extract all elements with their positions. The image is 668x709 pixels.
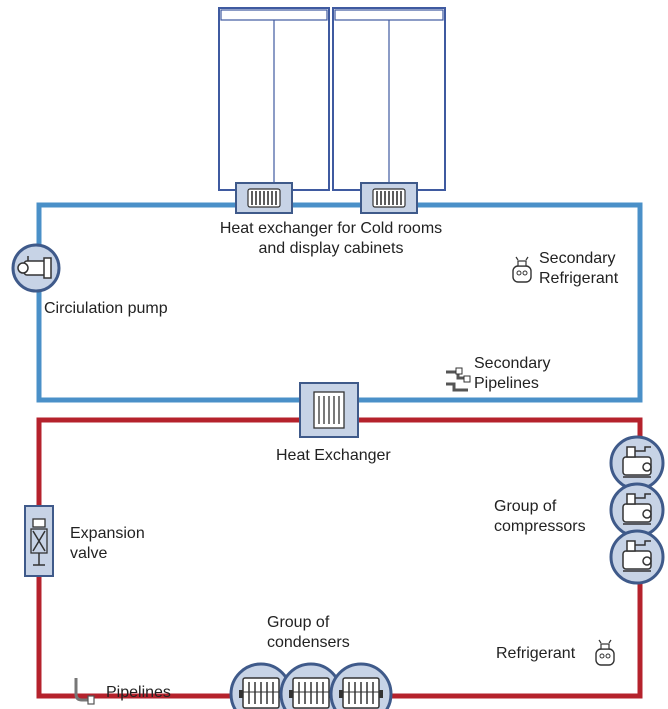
circulation-pump-label: Circiulation pump xyxy=(44,300,168,317)
expansion-valve-label: Expansion xyxy=(70,525,145,542)
secondary-pipelines-label: Secondary xyxy=(474,355,551,372)
plate-heat-exchanger-icon xyxy=(299,382,359,438)
group-of-condensers-label-line2: condensers xyxy=(267,634,350,651)
compressor-icon xyxy=(609,529,665,585)
radiator-coil-icon xyxy=(235,182,293,214)
refrigerant-label: Refrigerant xyxy=(496,645,576,662)
secondary-refrigerant-label: Secondary xyxy=(539,250,616,267)
group-of-compressors-label: Group of xyxy=(494,498,557,515)
secondary-pipelines-label-line2: Pipelines xyxy=(474,375,539,392)
compressor-icon xyxy=(609,435,665,491)
expansion-valve-icon xyxy=(24,505,54,577)
refrigerant-cylinder-icon xyxy=(512,256,532,283)
display-cabinet-icon xyxy=(218,7,446,191)
pipe-fitting-icon xyxy=(446,367,471,392)
expansion-valve-label-line2: valve xyxy=(70,545,108,562)
compressor-icon xyxy=(609,482,665,538)
pipe-fitting-icon xyxy=(74,678,95,705)
condenser-icon xyxy=(329,662,393,709)
group-of-condensers-label: Group of xyxy=(267,614,330,631)
group-of-compressors-label-line2: compressors xyxy=(494,518,586,535)
secondary-refrigerant-label-line2: Refrigerant xyxy=(539,270,619,287)
radiator-coil-icon xyxy=(360,182,418,214)
pipelines-label: Pipelines xyxy=(106,684,171,701)
heat-exchanger-cold-rooms-label-line2: and display cabinets xyxy=(258,240,404,257)
circulation-pump-icon xyxy=(11,243,61,293)
heat-exchanger-cold-rooms-label: Heat exchanger for Cold rooms xyxy=(219,220,443,237)
refrigerant-cylinder-icon xyxy=(595,639,615,666)
heat-exchanger-label: Heat Exchanger xyxy=(276,447,391,464)
